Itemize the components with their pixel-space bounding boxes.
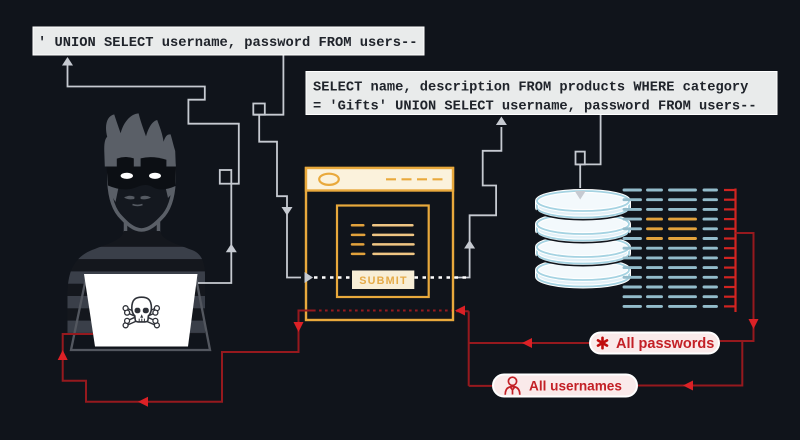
svg-text:SELECT name, description FROM: SELECT name, description FROM products W… <box>313 81 748 96</box>
svg-text:All usernames: All usernames <box>529 379 622 394</box>
svg-text:= 'Gifts' UNION SELECT usernam: = 'Gifts' UNION SELECT username, passwor… <box>313 100 757 115</box>
svg-text:All passwords: All passwords <box>616 336 714 352</box>
svg-text:' UNION SELECT username, passw: ' UNION SELECT username, password FROM u… <box>38 35 418 51</box>
svg-text:SUBMIT: SUBMIT <box>359 275 408 287</box>
